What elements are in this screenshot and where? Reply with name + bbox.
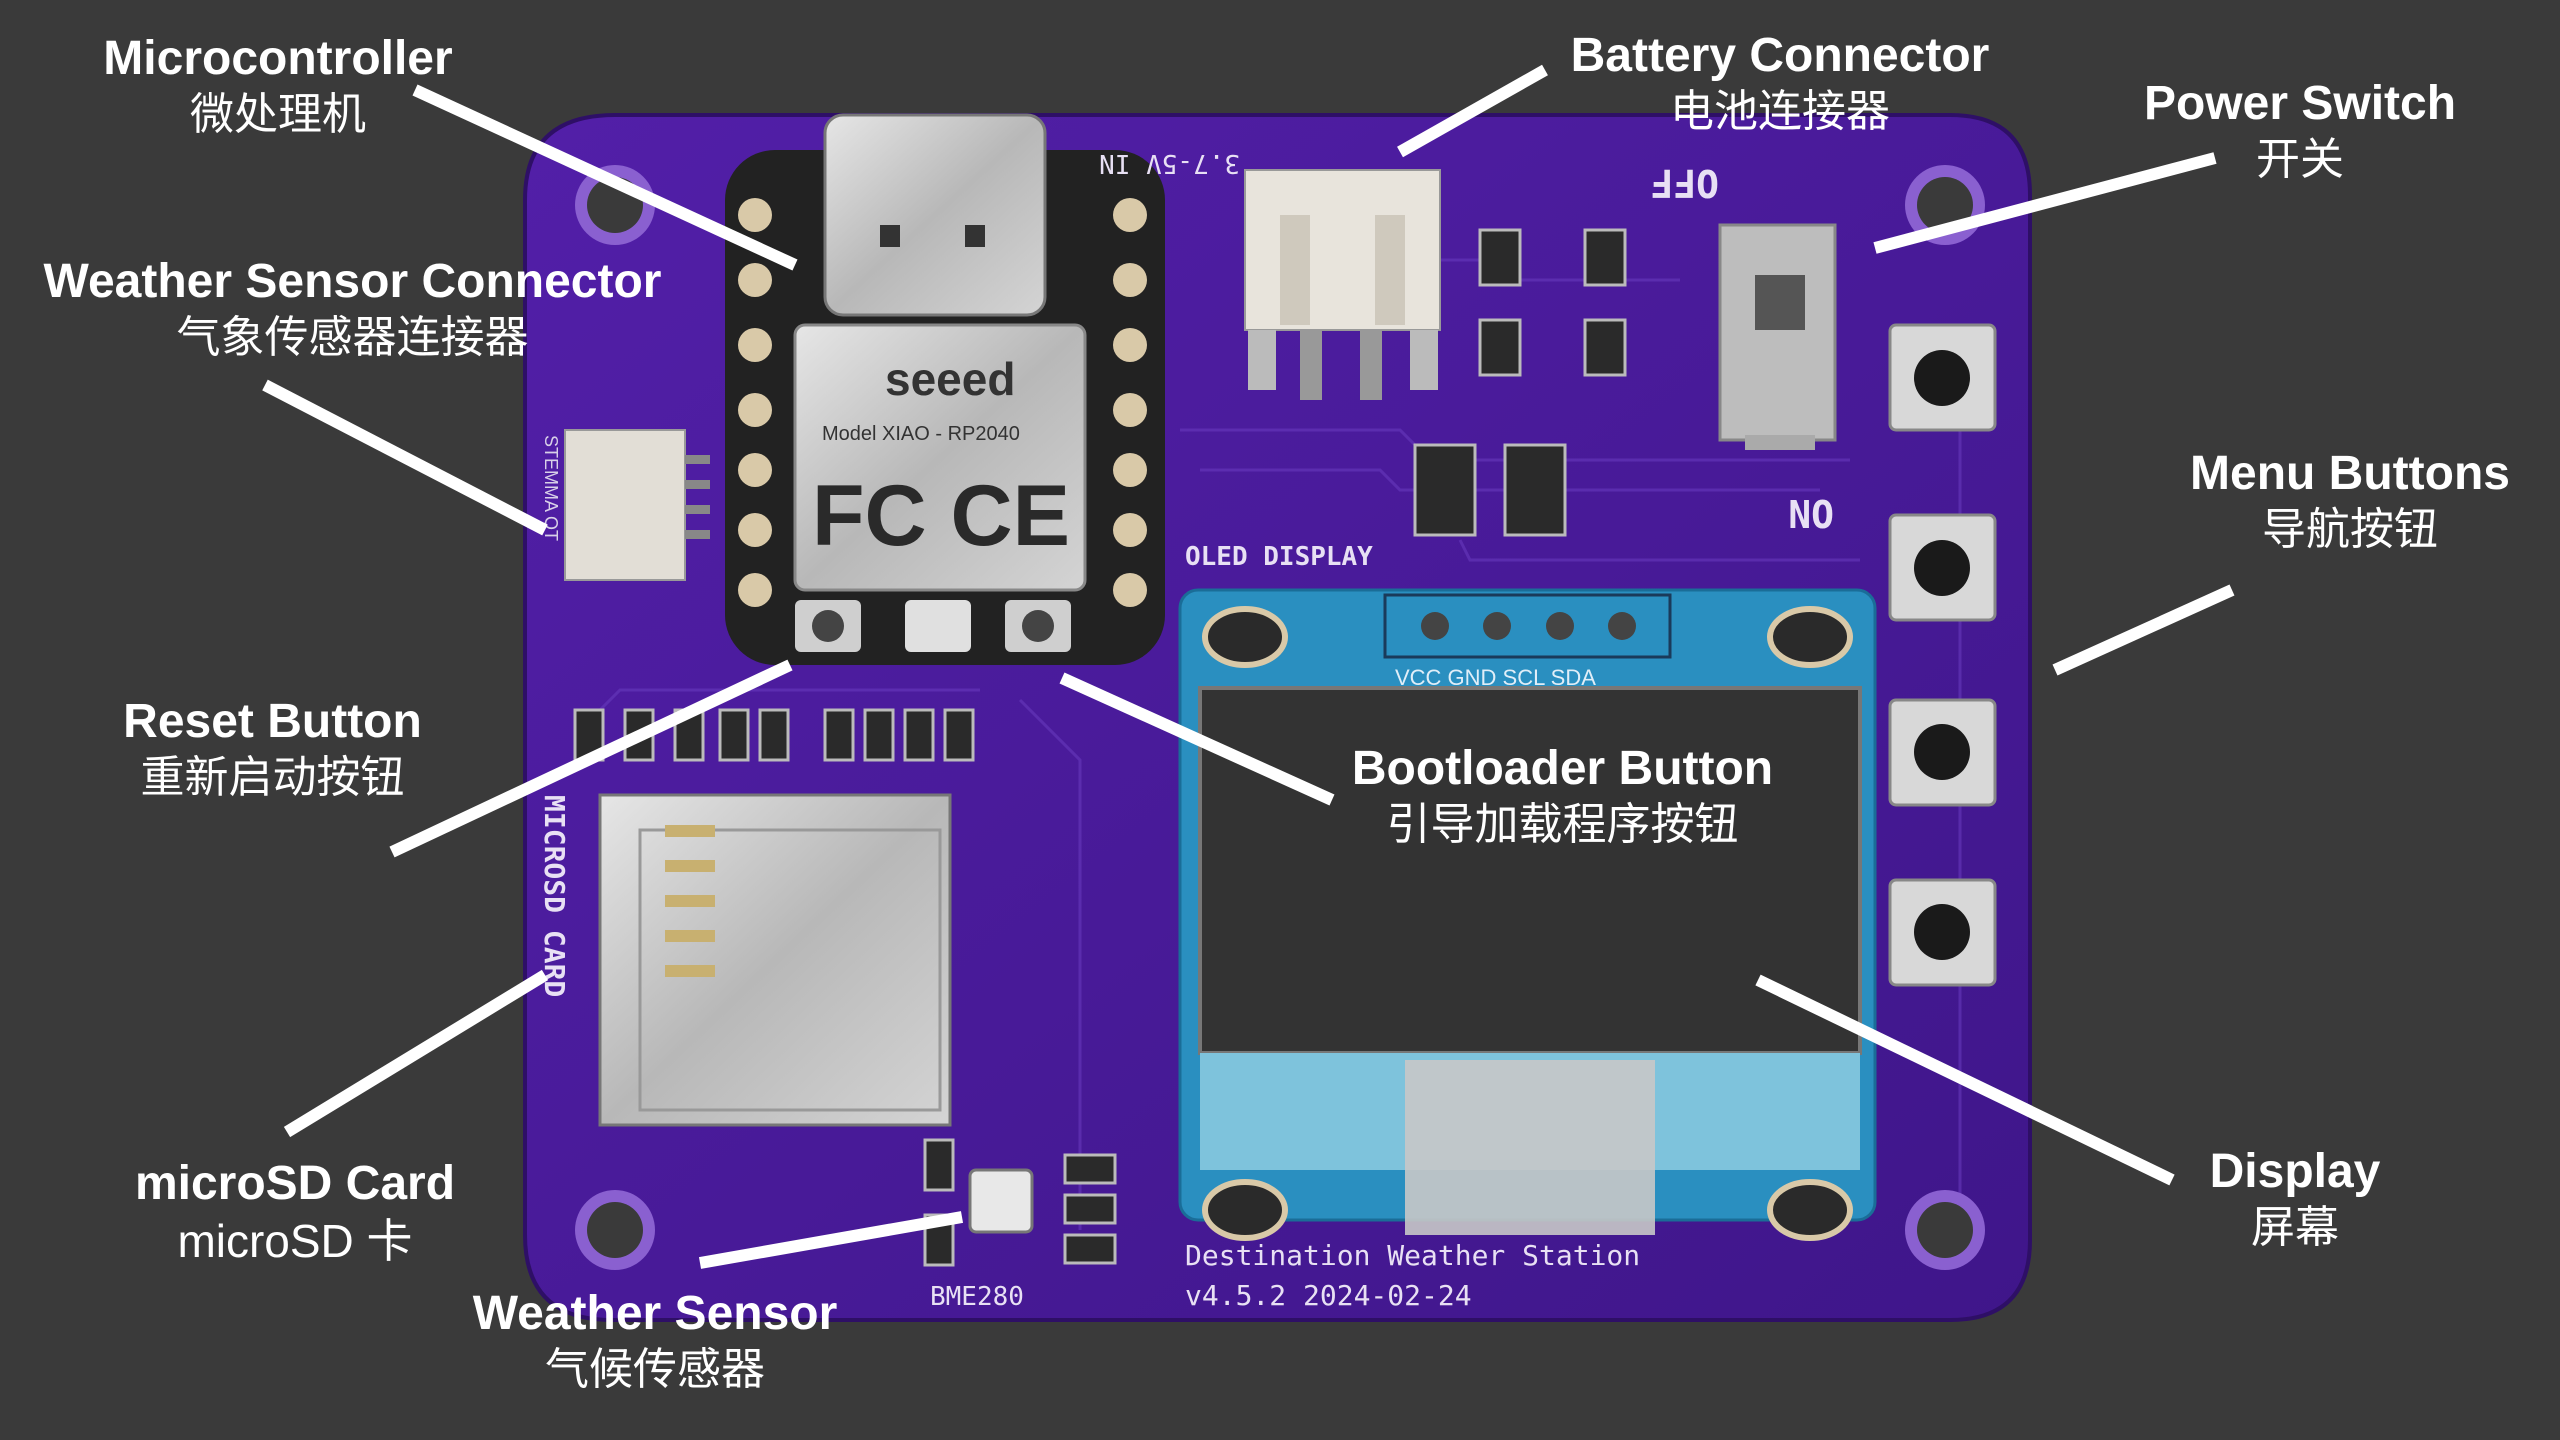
footer-line2-text: v4.5.2 2024-02-24 bbox=[1185, 1279, 1472, 1312]
label-reset-button: Reset Button 重新启动按钮 bbox=[95, 698, 450, 800]
callout-line-menu-buttons bbox=[2055, 590, 2232, 670]
weather-sensor-part bbox=[970, 1170, 1032, 1232]
label-weather-sensor: Weather Sensor 气候传感器 bbox=[455, 1290, 855, 1392]
mcu-model-text: Model XIAO - RP2040 bbox=[822, 423, 1020, 445]
label-menu-buttons-en: Menu Buttons bbox=[2180, 450, 2520, 498]
label-display-en: Display bbox=[2175, 1148, 2415, 1196]
mcu-brand-text: seeed bbox=[885, 353, 1015, 405]
label-menu-buttons-zh: 导航按钮 bbox=[2180, 508, 2520, 552]
label-menu-buttons: Menu Buttons 导航按钮 bbox=[2180, 450, 2520, 552]
label-microcontroller-zh: 微处理机 bbox=[58, 93, 498, 137]
callout-line-microsd-card bbox=[287, 975, 545, 1132]
label-microsd-card-zh: microSD 卡 bbox=[115, 1218, 475, 1264]
oled-title-text: OLED DISPLAY bbox=[1185, 542, 1373, 572]
label-display-zh: 屏幕 bbox=[2175, 1206, 2415, 1250]
label-weather-sensor-en: Weather Sensor bbox=[455, 1290, 855, 1338]
label-bootloader-button-zh: 引导加载程序按钮 bbox=[1325, 803, 1800, 847]
label-microsd-card: microSD Card microSD 卡 bbox=[115, 1160, 475, 1264]
sensor-label-text: BME280 bbox=[930, 1282, 1024, 1312]
label-power-switch: Power Switch 开关 bbox=[2125, 80, 2475, 182]
label-microcontroller: Microcontroller 微处理机 bbox=[58, 35, 498, 137]
label-power-switch-en: Power Switch bbox=[2125, 80, 2475, 128]
label-power-switch-zh: 开关 bbox=[2125, 138, 2475, 182]
label-battery-connector: Battery Connector 电池连接器 bbox=[1545, 32, 2015, 134]
battery-silk-text: 3.7-5V IN bbox=[1099, 148, 1240, 178]
footer-line1-text: Destination Weather Station bbox=[1185, 1239, 1640, 1272]
switch-off-text: OFF bbox=[1650, 161, 1719, 205]
label-weather-sensor-zh: 气候传感器 bbox=[455, 1348, 855, 1392]
power-switch-part bbox=[1720, 225, 1835, 450]
label-battery-connector-en: Battery Connector bbox=[1545, 32, 2015, 80]
switch-on-text: ON bbox=[1788, 491, 1834, 535]
label-reset-button-zh: 重新启动按钮 bbox=[95, 756, 450, 800]
sd-label-text: MICROSD CARD bbox=[538, 795, 571, 997]
label-battery-connector-zh: 电池连接器 bbox=[1545, 90, 2015, 134]
microsd-slot-part bbox=[600, 795, 950, 1125]
mcu-cert-text: FC CE bbox=[812, 468, 1070, 564]
label-weather-sensor-connector-zh: 气象传感器连接器 bbox=[20, 316, 685, 360]
label-bootloader-button-en: Bootloader Button bbox=[1325, 745, 1800, 793]
label-reset-button-en: Reset Button bbox=[95, 698, 450, 746]
label-display: Display 屏幕 bbox=[2175, 1148, 2415, 1250]
label-microsd-card-en: microSD Card bbox=[115, 1160, 475, 1208]
label-weather-sensor-connector: Weather Sensor Connector 气象传感器连接器 bbox=[20, 258, 685, 360]
label-weather-sensor-connector-en: Weather Sensor Connector bbox=[20, 258, 685, 306]
oled-pins-text: VCC GND SCL SDA bbox=[1395, 665, 1596, 690]
label-microcontroller-en: Microcontroller bbox=[58, 35, 498, 83]
label-bootloader-button: Bootloader Button 引导加载程序按钮 bbox=[1325, 745, 1800, 847]
callout-line-weather-sensor-connector bbox=[265, 385, 545, 530]
